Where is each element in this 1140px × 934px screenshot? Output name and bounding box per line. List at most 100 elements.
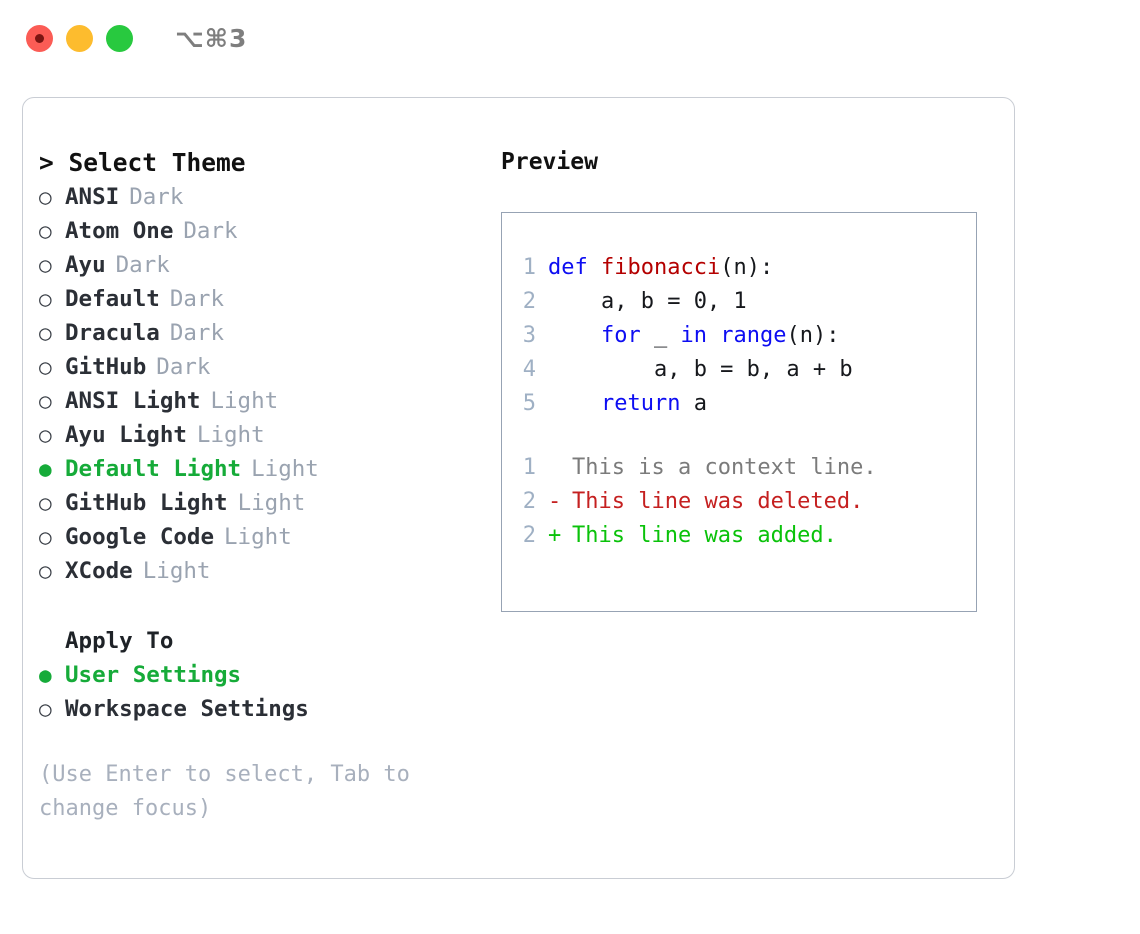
theme-list-item[interactable]: ○ Ayu Dark bbox=[39, 248, 469, 282]
code-token: (n): bbox=[786, 323, 840, 348]
title-bar: ⌥⌘3 bbox=[0, 0, 1140, 76]
theme-name-label: GitHub Light bbox=[65, 490, 228, 516]
theme-list-item[interactable]: ○ Google Code Light bbox=[39, 520, 469, 554]
maximize-button[interactable] bbox=[106, 24, 133, 52]
theme-variant-badge: Dark bbox=[169, 286, 225, 312]
theme-list-item[interactable]: ○ XCode Light bbox=[39, 554, 469, 588]
code-token: fibonacci bbox=[600, 255, 721, 280]
diff-content: This is a context line. bbox=[572, 455, 877, 480]
theme-name-label: GitHub bbox=[65, 354, 147, 380]
window-controls bbox=[26, 24, 133, 52]
code-token: a, b = 0, 1 bbox=[548, 289, 747, 314]
theme-name-label: Google Code bbox=[65, 524, 215, 550]
diff-text: This is a context line. bbox=[548, 451, 877, 485]
diff-content: This line was deleted. bbox=[572, 489, 864, 514]
radio-unselected-icon: ○ bbox=[39, 219, 52, 243]
code-line: 3 for _ in range(n): bbox=[502, 319, 976, 353]
diff-line: 1 This is a context line. bbox=[502, 451, 976, 485]
diff-text: + This line was added. bbox=[548, 519, 837, 553]
line-number: 2 bbox=[522, 523, 536, 548]
code-text: a, b = 0, 1 bbox=[548, 285, 747, 319]
theme-name-label: Ayu Light bbox=[65, 422, 187, 448]
theme-name-label: Ayu bbox=[65, 252, 106, 278]
theme-name-label: Default bbox=[65, 286, 160, 312]
code-text: a, b = b, a + b bbox=[548, 353, 853, 387]
keyboard-hint-text: (Use Enter to select, Tab to change focu… bbox=[39, 762, 424, 821]
radio-unselected-icon: ○ bbox=[39, 423, 52, 447]
code-token bbox=[548, 391, 601, 416]
diff-content: This line was added. bbox=[572, 523, 837, 548]
theme-list-item[interactable]: ○ Default Dark bbox=[39, 282, 469, 316]
code-text: def fibonacci(n): bbox=[548, 251, 773, 285]
code-line: 2 a, b = 0, 1 bbox=[502, 285, 976, 319]
radio-unselected-icon: ○ bbox=[39, 253, 52, 277]
apply-to-option-label: User Settings bbox=[65, 662, 242, 688]
radio-unselected-icon: ○ bbox=[39, 185, 52, 209]
theme-list-item[interactable]: ● Default Light Light bbox=[39, 452, 469, 486]
line-number: 1 bbox=[522, 455, 536, 480]
minimize-button[interactable] bbox=[66, 24, 93, 52]
theme-name-label: Dracula bbox=[65, 320, 160, 346]
radio-unselected-icon: ○ bbox=[39, 287, 52, 311]
line-number: 2 bbox=[522, 289, 536, 314]
theme-list-item[interactable]: ○ ANSI Light Light bbox=[39, 384, 469, 418]
close-button[interactable] bbox=[26, 24, 53, 52]
diff-marker: + bbox=[548, 523, 562, 548]
theme-variant-badge: Dark bbox=[115, 252, 170, 278]
theme-name-label: XCode bbox=[65, 558, 133, 584]
code-token: for bbox=[600, 323, 641, 348]
theme-variant-badge: Light bbox=[224, 524, 292, 550]
apply-to-options: ●User Settings ○ Workspace Settings bbox=[39, 658, 469, 726]
apply-to-option[interactable]: ●User Settings bbox=[39, 658, 469, 692]
radio-unselected-icon: ○ bbox=[39, 697, 52, 721]
diff-text: -This line was deleted. bbox=[548, 485, 863, 519]
diff-spacer bbox=[502, 421, 976, 451]
line-number: 3 bbox=[522, 323, 536, 348]
code-token bbox=[707, 323, 720, 348]
theme-variant-badge: Light bbox=[251, 456, 319, 482]
diff-marker: - bbox=[548, 489, 562, 514]
theme-variant-badge: Dark bbox=[183, 218, 238, 244]
code-token: return bbox=[600, 391, 681, 416]
radio-unselected-icon: ○ bbox=[39, 525, 52, 549]
apply-to-option[interactable]: ○ Workspace Settings bbox=[39, 692, 469, 726]
radio-unselected-icon: ○ bbox=[39, 321, 52, 345]
apply-to-option-label: Workspace Settings bbox=[65, 696, 309, 722]
radio-unselected-icon: ○ bbox=[39, 559, 52, 583]
theme-name-label: ANSI Light bbox=[65, 388, 201, 414]
theme-variant-badge: Light bbox=[142, 558, 211, 584]
theme-variant-badge: Light bbox=[210, 388, 279, 414]
code-token: a, b = b, a + b bbox=[548, 357, 853, 382]
diff-marker bbox=[548, 451, 572, 485]
section-spacer bbox=[39, 588, 469, 624]
code-token: range bbox=[720, 323, 787, 348]
preview-title: Preview bbox=[501, 149, 598, 175]
diff-sample: 1 This is a context line.2-This line was… bbox=[502, 451, 976, 553]
code-token: _ bbox=[640, 323, 681, 348]
code-text: for _ in range(n): bbox=[548, 319, 839, 353]
theme-name-label: Atom One bbox=[65, 218, 174, 244]
theme-name-label: ANSI bbox=[65, 184, 120, 210]
keyboard-shortcut-label: ⌥⌘3 bbox=[175, 23, 248, 53]
code-token: a bbox=[680, 391, 707, 416]
code-token: (n): bbox=[720, 255, 774, 280]
theme-name-label: Default Light bbox=[65, 456, 242, 482]
radio-selected-icon: ● bbox=[39, 457, 52, 481]
radio-unselected-icon: ○ bbox=[39, 389, 52, 413]
code-line: 5 return a bbox=[502, 387, 976, 421]
line-number: 4 bbox=[522, 357, 536, 382]
theme-list-item[interactable]: ○ Atom One Dark bbox=[39, 214, 469, 248]
code-line: 4 a, b = b, a + b bbox=[502, 353, 976, 387]
